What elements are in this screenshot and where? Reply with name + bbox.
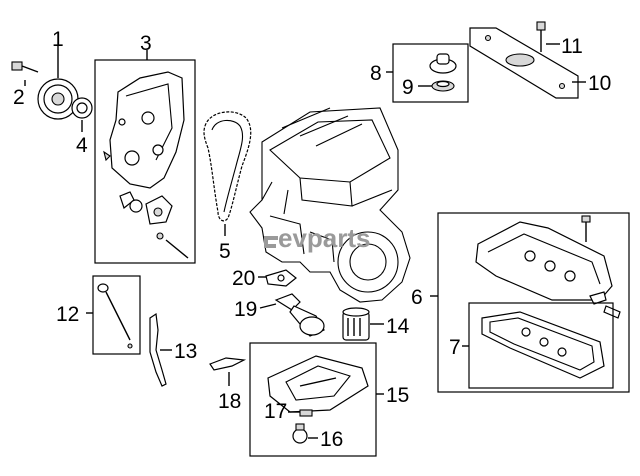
part-bracket xyxy=(209,357,247,371)
callout-7: 7 xyxy=(449,336,461,359)
callout-12: 12 xyxy=(56,303,79,326)
callout-3: 3 xyxy=(140,32,152,55)
watermark-text: evparts xyxy=(278,223,371,253)
part-timing-cover xyxy=(103,71,189,259)
part-cover-bolt xyxy=(536,21,546,52)
group-box-oil-pan xyxy=(249,342,377,457)
group-box-dipstick xyxy=(92,275,141,355)
callout-19: 19 xyxy=(234,298,257,321)
callout-5: 5 xyxy=(219,240,231,263)
callout-20: 20 xyxy=(232,267,255,290)
watermark-logo: evparts xyxy=(264,223,371,253)
callout-9: 9 xyxy=(402,76,414,99)
part-valve-cover-gasket xyxy=(481,311,605,379)
part-dipstick-tube xyxy=(149,312,167,387)
group-box-timing-cover xyxy=(94,59,196,264)
callout-8: 8 xyxy=(370,62,382,85)
part-oil-filler-cap xyxy=(429,53,457,92)
group-box-valve-cover xyxy=(437,212,630,393)
callout-17: 17 xyxy=(264,400,287,423)
callout-11: 11 xyxy=(561,35,583,58)
part-oil-strainer xyxy=(274,293,325,337)
part-pulley-bolt xyxy=(11,61,39,73)
callout-2: 2 xyxy=(13,86,25,109)
part-drain-washer xyxy=(299,409,313,417)
callout-13: 13 xyxy=(174,340,197,363)
callout-15: 15 xyxy=(386,384,409,407)
callout-14: 14 xyxy=(386,315,410,338)
engine-block xyxy=(249,107,411,303)
part-dipstick xyxy=(97,283,133,349)
part-crank-pulley xyxy=(37,78,79,120)
part-oil-pan xyxy=(267,355,369,413)
callout-6: 6 xyxy=(411,286,423,309)
part-oil-seal xyxy=(71,97,93,119)
callout-1: 1 xyxy=(52,28,64,51)
callout-10: 10 xyxy=(588,72,611,95)
part-valve-cover xyxy=(475,215,621,319)
part-drain-plug xyxy=(292,423,308,444)
part-strainer-gasket xyxy=(265,269,297,287)
callout-18: 18 xyxy=(218,390,241,413)
part-oil-filter xyxy=(342,307,370,341)
part-timing-chain xyxy=(203,111,252,222)
callout-4: 4 xyxy=(76,134,88,157)
callout-16: 16 xyxy=(320,428,343,451)
group-box-filler-cap xyxy=(392,43,469,103)
part-engine-cover xyxy=(469,27,579,99)
